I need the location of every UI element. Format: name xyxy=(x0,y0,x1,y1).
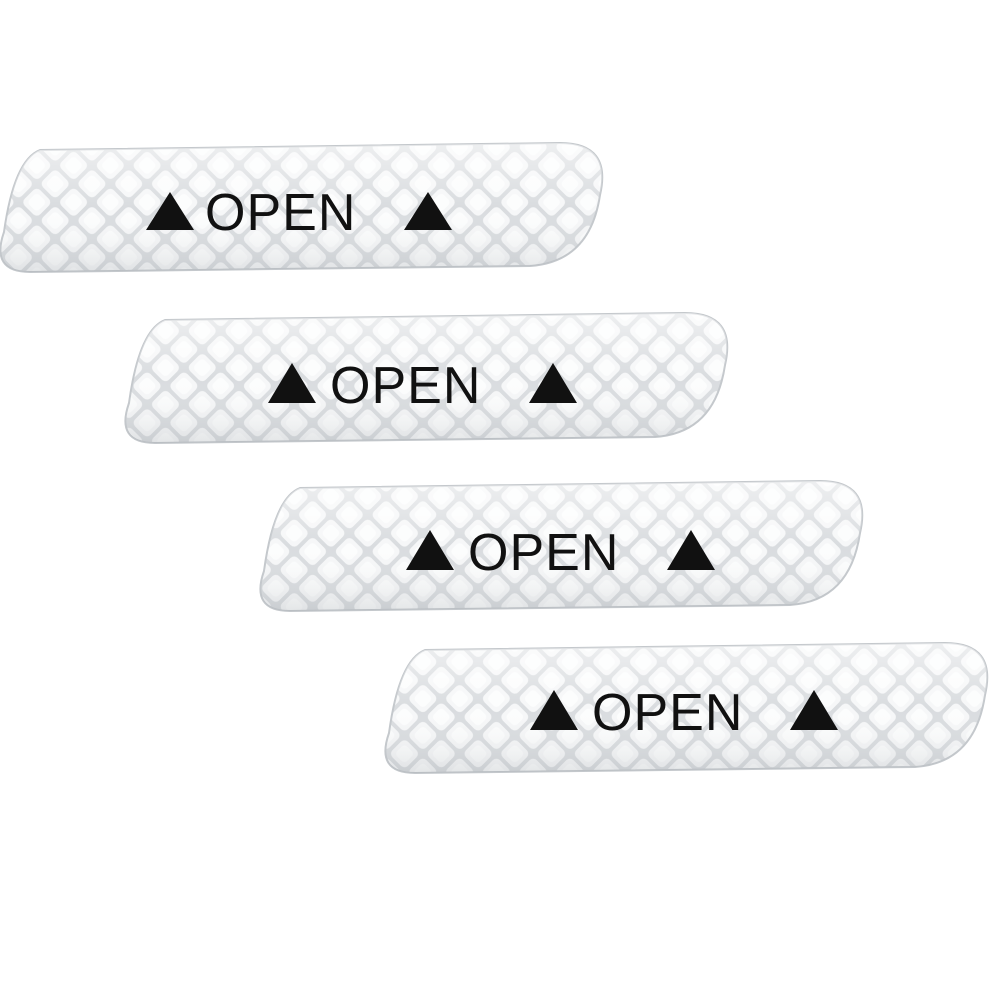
triangle-up-icon xyxy=(406,530,454,570)
triangle-up-icon xyxy=(667,530,715,570)
triangle-up-icon xyxy=(790,690,838,730)
sticker-2-label: OPEN xyxy=(330,357,481,415)
sticker-3: OPEN xyxy=(259,479,864,613)
triangle-up-icon xyxy=(146,192,194,230)
triangle-up-icon xyxy=(268,363,316,403)
triangle-up-icon xyxy=(530,690,578,730)
sticker-4: OPEN xyxy=(384,641,989,775)
sticker-1-label: OPEN xyxy=(205,184,356,242)
triangle-up-icon xyxy=(529,363,577,403)
sticker-1: OPEN xyxy=(0,141,604,274)
triangle-up-icon xyxy=(404,192,452,230)
sticker-2: OPEN xyxy=(124,311,729,445)
sticker-3-label: OPEN xyxy=(468,524,619,582)
sticker-4-label: OPEN xyxy=(592,684,743,742)
